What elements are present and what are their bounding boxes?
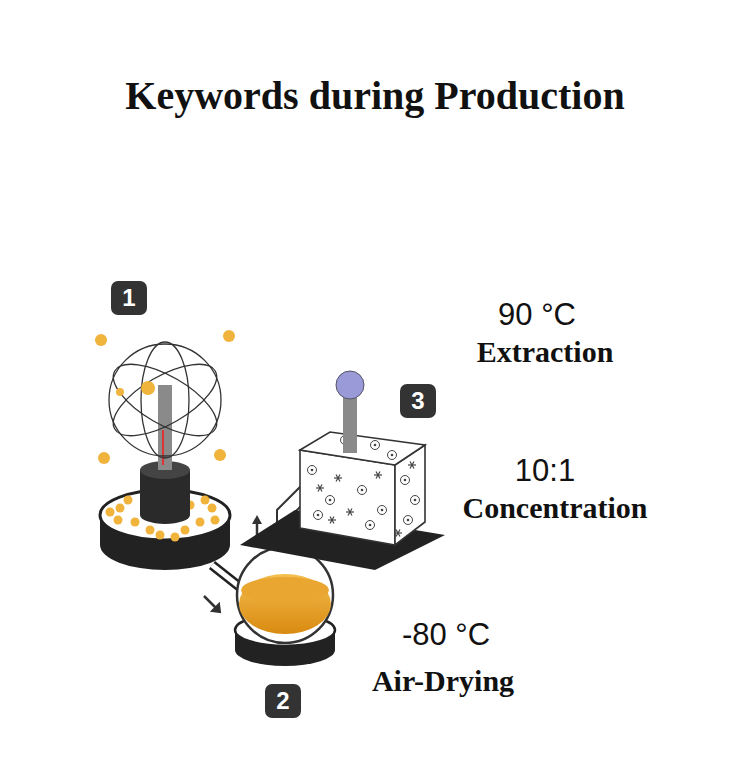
diagram-title: Keywords during Production <box>125 72 624 119</box>
keyword-value: 10:1 <box>515 453 575 489</box>
callout-number: 1 <box>111 281 147 315</box>
extractor <box>95 330 235 570</box>
callout-number: 2 <box>265 684 301 718</box>
keyword-label: Concentration <box>463 491 648 525</box>
callout-number: 3 <box>400 384 436 418</box>
keyword-value: 90 °C <box>498 297 576 333</box>
keyword-value: -80 °C <box>402 617 490 653</box>
concentrator <box>240 371 445 570</box>
keyword-label: Air-Drying <box>372 664 514 698</box>
keyword-label: Extraction <box>477 335 614 369</box>
